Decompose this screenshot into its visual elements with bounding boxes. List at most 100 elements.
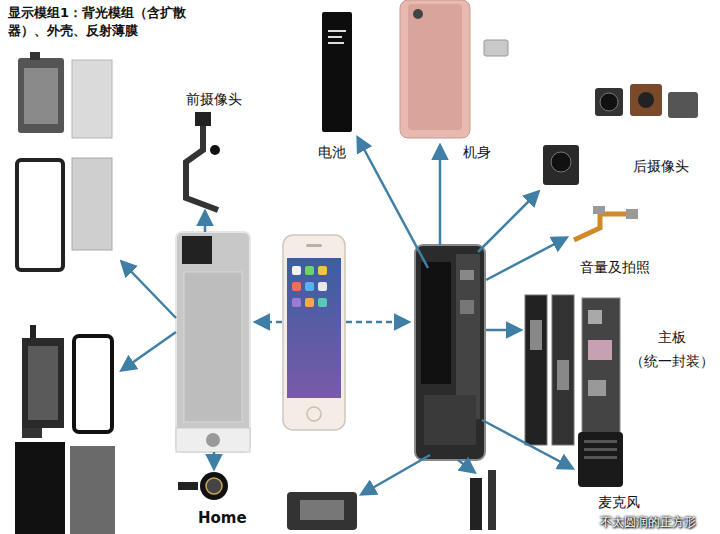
display-module-2-parts (28, 346, 58, 420)
display-assembly (182, 236, 212, 264)
home-button-part (200, 472, 228, 500)
body-part (408, 4, 462, 130)
display-assembly (206, 433, 220, 447)
display-module-1-parts (24, 68, 58, 124)
front-camera-flex (186, 126, 218, 210)
split-arrows (486, 329, 520, 332)
part-label: 音量及拍照 (580, 258, 650, 277)
phone-front (305, 298, 314, 307)
display-module-2-parts (15, 442, 65, 534)
split-arrows (204, 212, 207, 232)
front-camera-flex (210, 145, 220, 155)
phone-front (292, 282, 301, 291)
mainboard-part (530, 320, 542, 350)
rear-camera-part (543, 145, 579, 185)
phone-internals (424, 395, 476, 445)
small-parts (300, 500, 344, 520)
part-label: 麦克风 (598, 493, 640, 512)
home-button-part (178, 482, 198, 490)
battery-part (328, 30, 346, 32)
speaker-part (584, 440, 617, 443)
split-arrows (439, 146, 442, 245)
battery-part (328, 42, 344, 44)
mainboard-part (525, 295, 547, 445)
volume-flex-part (626, 209, 638, 219)
phone-internals (460, 270, 474, 280)
home-button-part (206, 478, 222, 494)
rear-camera-part (600, 93, 618, 111)
split-arrows (122, 138, 572, 494)
phone-front (305, 266, 314, 275)
phone-front (283, 235, 345, 430)
display-assembly (184, 272, 242, 422)
body-part (400, 0, 508, 138)
small-parts (287, 492, 357, 530)
split-arrows (486, 238, 566, 280)
phone-front (318, 298, 327, 307)
phone-front (292, 298, 301, 307)
speaker-part (578, 432, 623, 487)
split-arrows (358, 138, 428, 268)
display-module-1-parts (17, 52, 112, 270)
part-label: 前摄像头 (186, 90, 242, 109)
split-arrows (346, 321, 408, 324)
phone-internals (460, 300, 474, 314)
phone-front (305, 282, 314, 291)
part-label: 后摄像头 (633, 157, 689, 176)
split-arrows (482, 420, 572, 468)
display-module-1-parts (30, 52, 40, 60)
split-arrows (256, 321, 282, 324)
small-parts (287, 470, 496, 530)
phone-front (318, 282, 327, 291)
mainboard-part (588, 340, 612, 360)
rear-camera-part (595, 88, 623, 116)
display-module-2-parts (22, 428, 42, 438)
rear-camera-part (630, 84, 662, 116)
group-title: 显示模组1：背光模组（含扩散器）、外壳、反射薄膜 (8, 4, 208, 39)
phone-internals (415, 245, 485, 460)
display-module-1-parts (18, 58, 64, 133)
front-camera-flex (186, 112, 220, 210)
phone-front (318, 266, 327, 275)
display-module-1-parts (72, 158, 112, 250)
rear-camera-part (638, 92, 654, 108)
battery-part (322, 12, 352, 132)
body-part (400, 0, 470, 138)
watermark: 不太圆润的正方形 (600, 514, 696, 530)
part-label: 机身 (463, 143, 491, 162)
body-part (413, 9, 423, 19)
part-label: 主板 （统一封装） (628, 326, 716, 374)
part-label: 电池 (318, 143, 346, 162)
split-arrows (122, 332, 176, 370)
small-parts (470, 478, 482, 530)
volume-flex-part (574, 214, 628, 240)
display-module-2-parts (70, 446, 115, 534)
phone-front (287, 258, 341, 398)
volume-flex-part (593, 206, 605, 214)
phone-internals (456, 254, 480, 419)
split-arrows (213, 452, 216, 468)
speaker-part (578, 432, 623, 487)
split-arrows (362, 455, 430, 494)
phone-front (307, 407, 321, 421)
rear-camera-part (668, 92, 698, 118)
split-arrows (478, 192, 538, 252)
display-module-2-parts (74, 336, 112, 432)
display-module-2-parts (15, 325, 115, 534)
part-label: Home (198, 508, 247, 528)
mainboard-part (588, 380, 606, 396)
home-button-part (178, 472, 228, 500)
phone-internals (415, 245, 485, 460)
mainboard-part (588, 310, 602, 324)
display-assembly (176, 232, 250, 452)
mainboard-part (582, 298, 620, 448)
split-arrows (122, 262, 176, 318)
speaker-part (584, 456, 617, 459)
rear-camera-part (551, 152, 571, 172)
rear-camera-part (543, 84, 698, 185)
display-assembly (176, 428, 250, 452)
front-camera-flex (195, 112, 211, 126)
display-module-1-parts (72, 60, 112, 138)
